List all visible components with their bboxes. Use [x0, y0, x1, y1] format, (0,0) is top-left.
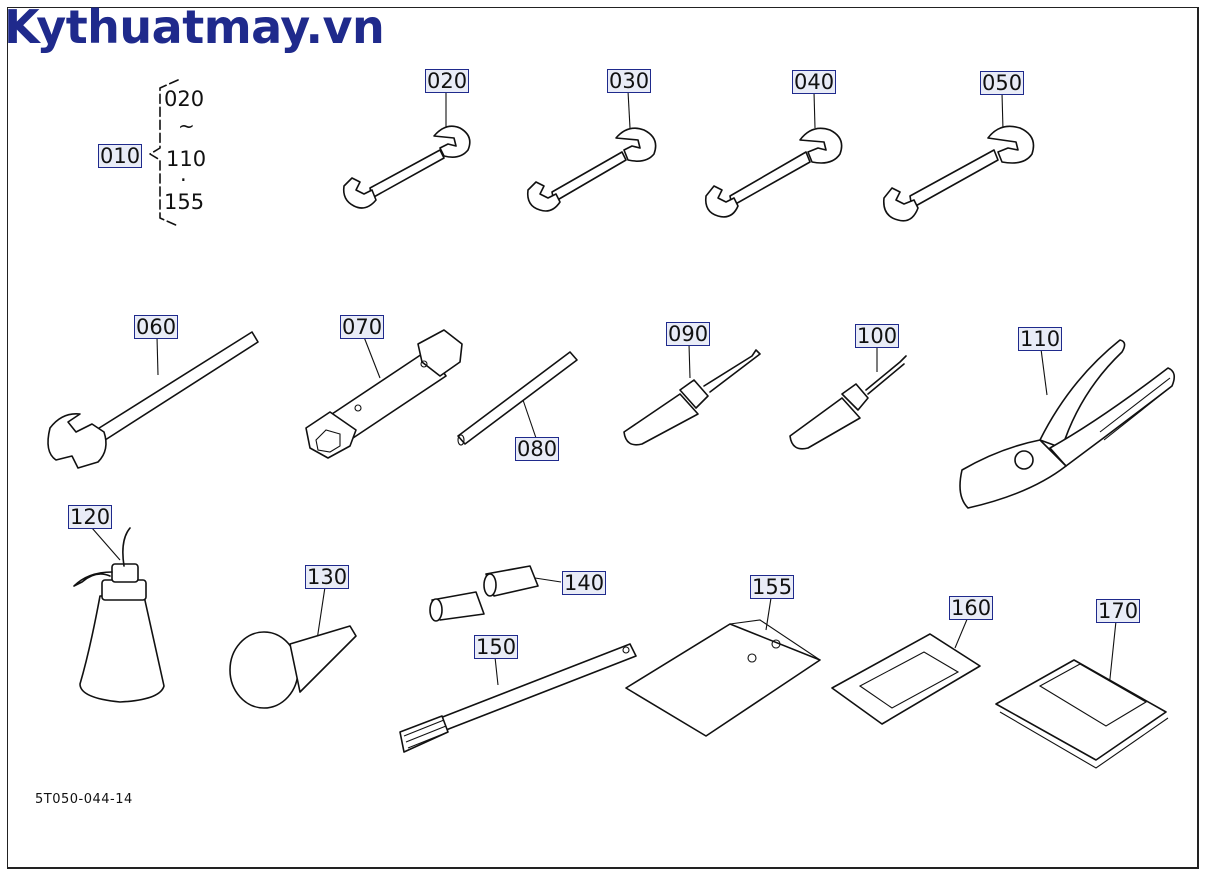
callout-010[interactable]: 010	[98, 144, 143, 168]
pouch-160-drawing	[831, 633, 981, 725]
callout-040[interactable]: 040	[792, 70, 837, 94]
group-dot: ·	[180, 168, 187, 192]
callout-050[interactable]: 050	[980, 71, 1025, 95]
callout-110[interactable]: 110	[1018, 327, 1063, 351]
wrench-040-drawing	[704, 127, 843, 218]
box-wrench-070-drawing	[305, 329, 463, 459]
callout-100[interactable]: 100	[855, 324, 900, 348]
callout-170[interactable]: 170	[1096, 599, 1141, 623]
diagram-frame	[7, 7, 1199, 869]
callout-130[interactable]: 130	[305, 565, 350, 589]
wrench-020-drawing	[342, 125, 471, 209]
callout-090[interactable]: 090	[666, 322, 711, 346]
tubes-140-drawing	[429, 565, 539, 622]
callout-150[interactable]: 150	[474, 635, 519, 659]
callout-140[interactable]: 140	[562, 571, 607, 595]
bag-155-drawing	[625, 619, 821, 737]
callout-060[interactable]: 060	[134, 315, 179, 339]
flat-screwdriver-090-drawing	[623, 349, 761, 446]
group-range-end: 110	[166, 147, 207, 171]
group-range-start: 020	[164, 87, 205, 111]
group-bracket	[149, 79, 179, 227]
phillips-screwdriver-100-drawing	[789, 355, 907, 450]
wrench-030-drawing	[526, 127, 657, 212]
callout-070[interactable]: 070	[340, 315, 385, 339]
callout-155[interactable]: 155	[750, 575, 795, 599]
pliers-110-drawing	[959, 339, 1176, 509]
tommy-bar-080-drawing	[457, 351, 578, 446]
brush-150-drawing	[399, 643, 637, 753]
oil-can-120-drawing	[73, 527, 165, 703]
callout-160[interactable]: 160	[949, 596, 994, 620]
callout-120[interactable]: 120	[68, 505, 113, 529]
wrench-050-drawing	[882, 125, 1035, 222]
callout-030[interactable]: 030	[607, 69, 652, 93]
manual-170-drawing	[995, 659, 1169, 769]
callout-080[interactable]: 080	[515, 437, 560, 461]
long-spanner-060-drawing	[47, 331, 259, 469]
drawing-code: 5T050-044-14	[35, 792, 133, 807]
group-extra: 155	[164, 190, 205, 214]
group-range-tilde: ~	[178, 114, 195, 138]
watermark-logo: Kythuatmay.vn	[4, 0, 385, 54]
leader-lines	[91, 90, 1117, 689]
callout-020[interactable]: 020	[425, 69, 470, 93]
funnel-130-drawing	[229, 625, 357, 709]
